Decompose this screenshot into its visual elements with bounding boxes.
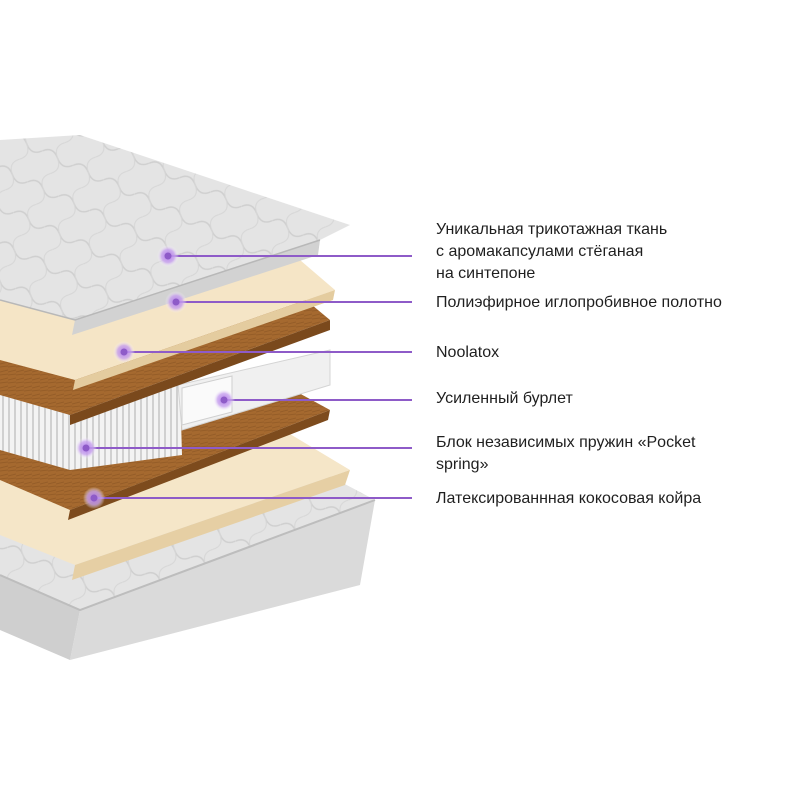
callout-dot-polyester-padding	[172, 298, 180, 306]
border-burlet-layer	[177, 349, 331, 431]
callout-dot-noolatox	[120, 348, 128, 356]
label-top-fabric: Уникальная трикотажная ткань с аромакапс…	[436, 221, 668, 282]
label-reinforced-border: Усиленный бурлет	[436, 390, 573, 407]
callout-dot-reinforced-border	[220, 396, 228, 404]
callout-dot-top-fabric	[164, 252, 172, 260]
label-pocket-spring: Блок независимых пружин «Pocket spring»	[436, 434, 696, 473]
top-fabric-layer	[0, 135, 350, 335]
label-polyester-padding: Полиэфирное иглопробивное полотно	[436, 294, 722, 311]
callout-dot-pocket-spring	[82, 444, 90, 452]
callout-dot-coconut-coir	[90, 494, 98, 502]
label-coconut-coir: Латексированнная кокосовая койра	[436, 490, 702, 507]
label-noolatox: Noolatox	[436, 344, 500, 361]
